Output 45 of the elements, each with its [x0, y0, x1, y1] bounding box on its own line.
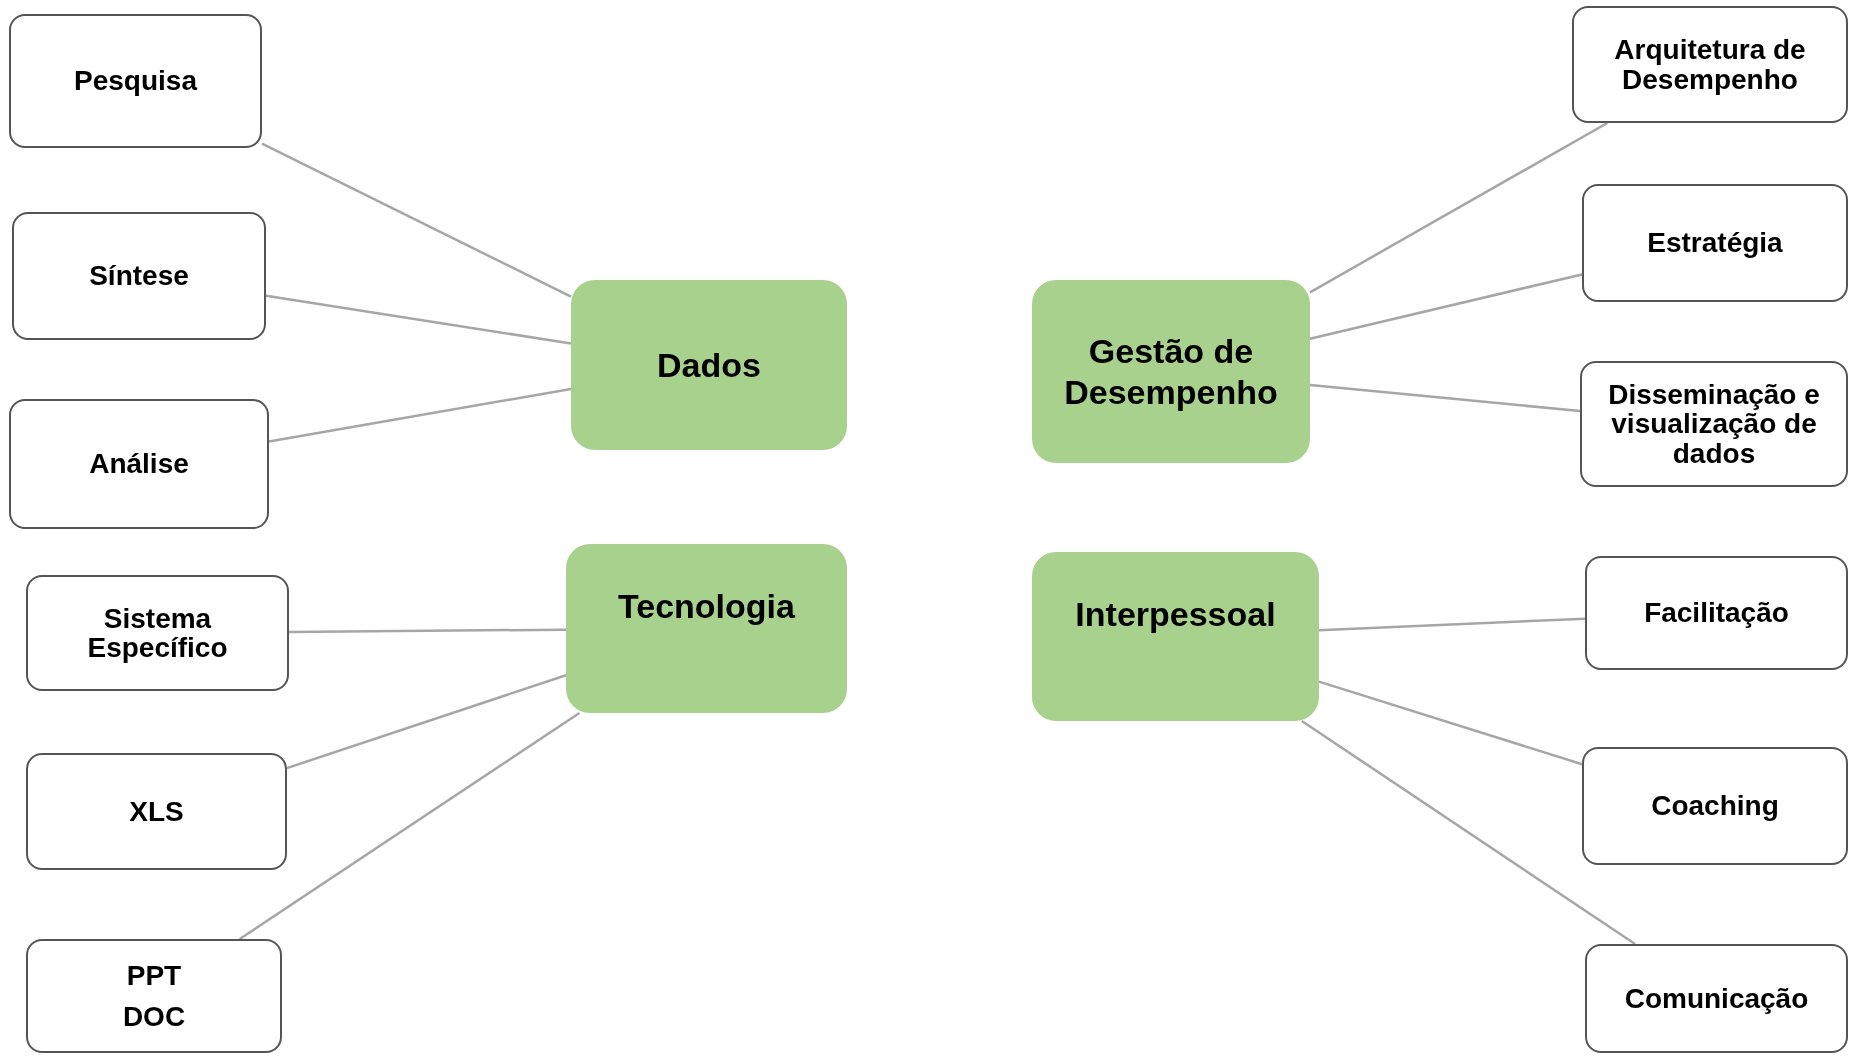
node-label: Interpessoal: [1075, 594, 1276, 635]
connector-line: [1318, 680, 1583, 766]
connector-line: [1309, 383, 1581, 413]
connector-line: [1309, 121, 1608, 294]
topic-box: [571, 280, 847, 450]
subtopic-box: [12, 212, 266, 340]
node-label: XLS: [129, 796, 184, 827]
connector-line: [1301, 719, 1636, 946]
connector-line: [286, 674, 567, 770]
subtopic-box: [1582, 184, 1848, 302]
node-label: PPT: [126, 960, 182, 990]
node-label: Comunicação: [1624, 983, 1809, 1014]
node-label: Disseminação e visualização de dados: [1607, 379, 1821, 469]
connector-line: [1309, 273, 1583, 340]
node-label: Síntese: [89, 261, 189, 291]
topic-box: [1032, 280, 1310, 463]
topic-box: [1032, 552, 1319, 721]
topic-box: [566, 544, 847, 713]
node-label: Sistema Específico: [86, 603, 229, 663]
node-label: DOC: [122, 1002, 186, 1032]
connector-line: [265, 294, 572, 345]
node-label: Análise: [89, 449, 189, 479]
subtopic-box: [1580, 361, 1848, 487]
subtopic-box: [26, 939, 282, 1053]
subtopic-box: [9, 14, 262, 148]
subtopic-box: [26, 753, 287, 870]
subtopic-box: [1585, 944, 1848, 1053]
node-label: Gestão de Desempenho: [1063, 330, 1279, 413]
node-label: Estratégia: [1647, 228, 1783, 258]
connector-line: [1318, 617, 1586, 632]
connector-line: [268, 387, 572, 443]
subtopic-box: [1585, 556, 1848, 670]
subtopic-box: [26, 575, 289, 691]
subtopic-box: [9, 399, 269, 529]
connector-line: [239, 711, 581, 941]
subtopic-box: [1572, 6, 1848, 123]
node-label: Pesquisa: [74, 66, 197, 96]
connector-line: [261, 142, 572, 298]
node-label: Tecnologia: [618, 586, 795, 627]
subtopic-box: [1582, 747, 1848, 865]
node-label: Facilitação: [1644, 598, 1789, 628]
node-label: Coaching: [1651, 791, 1779, 821]
connector-line: [289, 628, 566, 634]
node-label: Dados: [657, 344, 761, 386]
node-label: Arquitetura de Desempenho: [1613, 35, 1807, 94]
